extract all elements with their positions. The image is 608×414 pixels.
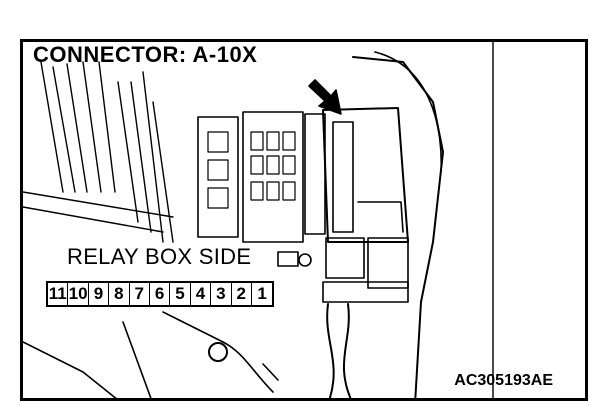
pin-6: 6 (150, 283, 171, 305)
relay-box-side-label: RELAY BOX SIDE (65, 244, 254, 269)
relay-box-illustration (23, 42, 494, 398)
diagram-frame: CONNECTOR: A-10X RELAY BOX SIDE 11 10 9 … (20, 39, 588, 401)
pin-4: 4 (191, 283, 212, 305)
pin-2: 2 (232, 283, 252, 305)
pin-9: 9 (89, 283, 110, 305)
down-arrow-icon (308, 79, 342, 115)
pin-5: 5 (170, 283, 191, 305)
pin-3: 3 (211, 283, 232, 305)
pin-7: 7 (130, 283, 150, 305)
connector-title: CONNECTOR: A-10X (33, 42, 258, 67)
pin-10: 10 (68, 283, 89, 305)
connector-pin-row: 11 10 9 8 7 6 5 4 3 2 1 (46, 281, 275, 307)
pin-11: 11 (48, 283, 69, 305)
pin-8: 8 (109, 283, 130, 305)
figure-code: AC305193AE (454, 372, 553, 389)
pin-1: 1 (257, 284, 267, 303)
